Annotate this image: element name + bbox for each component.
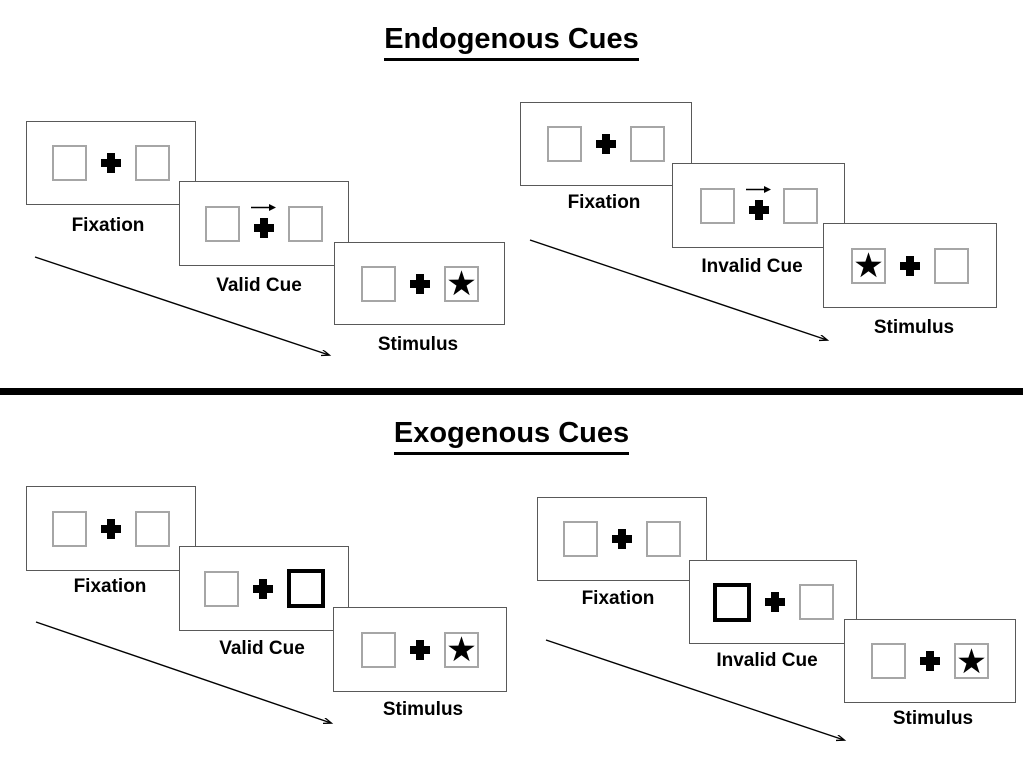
fixation-label: Fixation	[73, 576, 147, 597]
section-title-endogenous: Endogenous Cues	[0, 23, 1023, 61]
cue-label: Invalid Cue	[701, 256, 803, 277]
right-box	[135, 510, 170, 547]
right-box	[934, 247, 969, 284]
fixation-label: Fixation	[581, 588, 655, 609]
fixation-cross	[612, 529, 632, 549]
plus-icon	[920, 651, 940, 671]
stimulus-panel	[334, 242, 505, 325]
fixation-label: Fixation	[567, 192, 641, 213]
plus-icon	[612, 529, 632, 549]
right-box	[782, 187, 818, 224]
left-box	[699, 187, 735, 224]
stimulus-label: Stimulus	[873, 317, 955, 338]
plus-icon	[252, 578, 273, 599]
right-box	[444, 631, 479, 668]
stimulus-label: Stimulus	[382, 699, 464, 720]
stimulus-label: Stimulus	[377, 334, 459, 355]
left-box	[851, 247, 886, 284]
plus-icon	[409, 273, 430, 294]
star-icon	[448, 636, 475, 662]
plus-icon	[410, 639, 430, 660]
fixation-panel	[520, 102, 692, 186]
right-box	[288, 205, 323, 242]
left-box	[563, 521, 598, 557]
fixation-cross	[764, 592, 785, 612]
fixation-panel	[26, 486, 196, 571]
plus-icon	[900, 255, 920, 276]
right-box	[646, 521, 681, 557]
stimulus-panel	[844, 619, 1016, 703]
fixation-cross	[410, 639, 430, 660]
fixation-cross	[900, 255, 920, 276]
right-box	[135, 145, 170, 181]
section-divider	[0, 388, 1023, 395]
plus-icon	[101, 153, 121, 173]
section-title-endogenous-text: Endogenous Cues	[384, 23, 639, 61]
section-title-exogenous-text: Exogenous Cues	[393, 417, 630, 455]
cue-panel	[672, 163, 845, 248]
left-box	[52, 510, 87, 547]
fixation-cross	[409, 273, 430, 294]
fixation-cross	[596, 134, 616, 154]
fixation-label: Fixation	[71, 215, 145, 236]
fixation-cross	[251, 202, 277, 238]
right-box	[954, 643, 989, 679]
fixation-cross	[101, 153, 121, 173]
plus-icon	[254, 217, 274, 238]
cue-label: Valid Cue	[216, 275, 302, 296]
cue-panel	[689, 560, 857, 644]
right-box	[798, 584, 834, 620]
left-box	[203, 570, 239, 607]
cue-label: Invalid Cue	[716, 650, 818, 671]
left-box	[547, 126, 582, 162]
stimulus-label: Stimulus	[892, 708, 974, 729]
left-box	[871, 643, 906, 679]
star-icon	[855, 252, 882, 278]
right-arrow-icon	[745, 184, 772, 194]
right-box-cue-highlight	[286, 569, 325, 608]
fixation-cross	[920, 651, 940, 671]
left-box	[52, 145, 87, 181]
fixation-cross	[745, 184, 772, 220]
right-box	[443, 265, 479, 302]
diagonal-arrow-icon	[34, 256, 332, 358]
left-box-cue-highlight	[712, 582, 751, 622]
fixation-panel	[537, 497, 707, 581]
plus-icon	[748, 199, 769, 220]
plus-icon	[764, 592, 785, 612]
plus-icon	[101, 518, 121, 539]
fixation-cross	[252, 578, 273, 599]
section-title-exogenous: Exogenous Cues	[0, 417, 1023, 455]
star-icon	[958, 647, 985, 673]
right-box	[630, 126, 665, 162]
plus-icon	[596, 134, 616, 154]
right-arrow-icon	[251, 202, 277, 212]
star-icon	[447, 270, 475, 296]
stimulus-panel	[333, 607, 507, 692]
cue-panel	[179, 181, 349, 266]
fixation-panel	[26, 121, 196, 205]
stimulus-panel	[823, 223, 997, 308]
cue-panel	[179, 546, 349, 631]
left-box	[361, 631, 396, 668]
cue-label: Valid Cue	[219, 638, 305, 659]
left-box	[360, 265, 396, 302]
left-box	[205, 205, 240, 242]
fixation-cross	[101, 518, 121, 539]
